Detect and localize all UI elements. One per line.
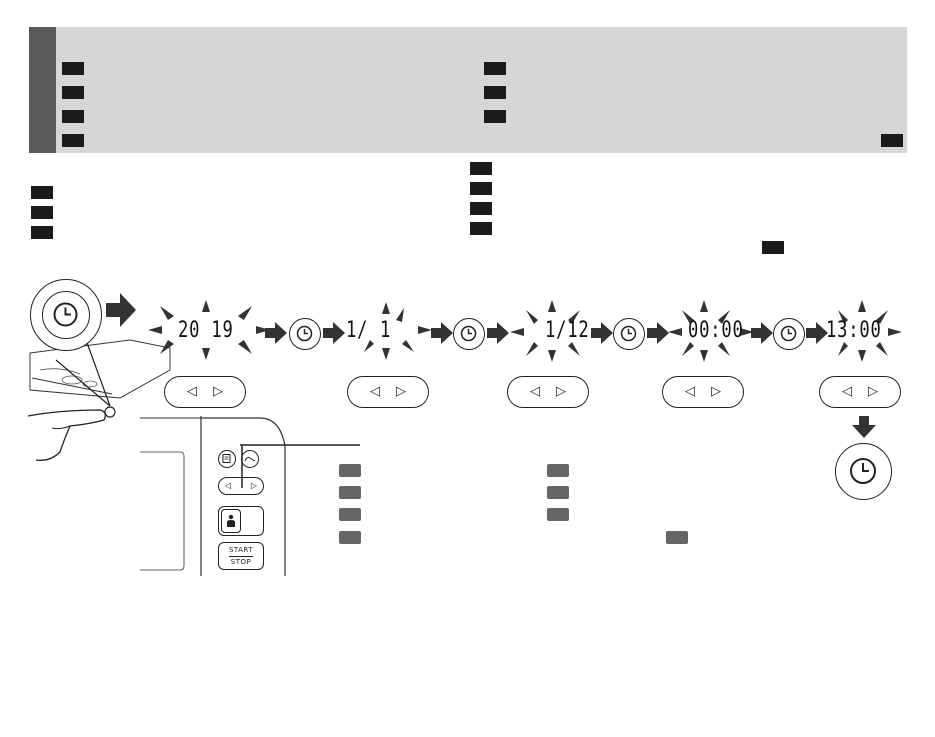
banner-tag xyxy=(62,62,84,75)
banner-tag xyxy=(484,62,506,75)
header-banner xyxy=(29,27,907,153)
right-arrow-icon[interactable]: ▷ xyxy=(556,384,566,399)
left-arrow-icon[interactable]: ◁ xyxy=(225,481,232,490)
adjust-button[interactable]: ◁ ▷ xyxy=(819,376,901,408)
clock-button[interactable] xyxy=(835,443,892,500)
flash-rays xyxy=(510,300,580,362)
flow-arrow-icon xyxy=(487,322,509,344)
date-display: 1/12 xyxy=(545,318,590,343)
flash-rays xyxy=(148,300,270,360)
banner-tag xyxy=(484,110,506,123)
clock-icon xyxy=(850,458,876,484)
clock-icon xyxy=(53,302,78,327)
panel-tag xyxy=(547,464,569,477)
panel-tag xyxy=(547,508,569,521)
down-arrow-icon xyxy=(852,416,876,438)
panel-tag xyxy=(666,531,688,544)
banner-tag xyxy=(62,110,84,123)
instruction-tag xyxy=(31,226,53,239)
left-arrow-icon[interactable]: ◁ xyxy=(187,384,197,399)
instruction-tag xyxy=(31,186,53,199)
start-stop-divider xyxy=(229,556,253,557)
right-arrow-icon[interactable]: ▷ xyxy=(711,384,721,399)
left-arrow-icon[interactable]: ◁ xyxy=(370,384,380,399)
flow-arrow-icon xyxy=(106,293,136,327)
month-display-partial: 1/ xyxy=(346,318,369,343)
panel-adjust-button[interactable]: ◁ ▷ xyxy=(218,477,264,495)
stop-label: STOP xyxy=(230,558,252,566)
clock-icon xyxy=(460,325,477,342)
clock-icon xyxy=(620,325,637,342)
adjust-button[interactable]: ◁ ▷ xyxy=(507,376,589,408)
instruction-tag xyxy=(31,206,53,219)
right-arrow-icon[interactable]: ▷ xyxy=(213,384,223,399)
instruction-tag xyxy=(470,202,492,215)
notepad-icon xyxy=(222,454,231,463)
time-display-zero: 00:00 xyxy=(688,318,744,343)
device-illustration xyxy=(27,339,171,461)
clock-icon xyxy=(296,325,313,342)
right-arrow-icon[interactable]: ▷ xyxy=(396,384,406,399)
left-arrow-icon[interactable]: ◁ xyxy=(685,384,695,399)
flash-rays xyxy=(668,300,754,362)
user-toggle[interactable] xyxy=(218,506,264,536)
panel-tag xyxy=(339,531,361,544)
shoe-icon xyxy=(244,456,256,462)
panel-tag xyxy=(547,486,569,499)
panel-tag xyxy=(339,464,361,477)
instruction-tag xyxy=(470,222,492,235)
adjust-button[interactable]: ◁ ▷ xyxy=(662,376,744,408)
banner-tag xyxy=(62,134,84,147)
adjust-button[interactable]: ◁ ▷ xyxy=(164,376,246,408)
flow-arrow-icon xyxy=(265,322,287,344)
flash-rays xyxy=(364,302,432,360)
left-arrow-icon[interactable]: ◁ xyxy=(842,384,852,399)
clock-button[interactable] xyxy=(42,291,90,339)
right-arrow-icon[interactable]: ▷ xyxy=(868,384,878,399)
person-toggle-half[interactable] xyxy=(221,509,241,533)
instruction-tag xyxy=(470,162,492,175)
clock-button[interactable] xyxy=(453,318,485,350)
flow-arrow-icon xyxy=(431,322,453,344)
banner-side-tab xyxy=(29,27,56,153)
clock-button[interactable] xyxy=(773,318,805,350)
notes-button[interactable] xyxy=(218,450,236,468)
clock-icon xyxy=(780,325,797,342)
flow-arrow-icon xyxy=(751,322,773,344)
adjust-button[interactable]: ◁ ▷ xyxy=(347,376,429,408)
time-display-set: 13:00 xyxy=(826,318,882,343)
clock-button[interactable] xyxy=(289,318,321,350)
instruction-tag xyxy=(762,241,784,254)
person-icon xyxy=(227,514,235,527)
flow-arrow-icon xyxy=(806,322,828,344)
right-arrow-icon[interactable]: ▷ xyxy=(250,481,257,490)
start-label: START xyxy=(228,546,254,554)
clock-button[interactable] xyxy=(613,318,645,350)
flow-arrow-icon xyxy=(647,322,669,344)
panel-tag xyxy=(339,508,361,521)
panel-tag xyxy=(339,486,361,499)
flow-arrow-icon xyxy=(323,322,345,344)
weight-button[interactable] xyxy=(241,450,259,468)
left-arrow-icon[interactable]: ◁ xyxy=(530,384,540,399)
banner-tag xyxy=(62,86,84,99)
day-display: 1 xyxy=(380,318,392,343)
flow-arrow-icon xyxy=(591,322,613,344)
control-panel-illustration xyxy=(140,416,360,576)
instruction-tag xyxy=(470,182,492,195)
banner-tag xyxy=(881,134,903,147)
year-display: 20 19 xyxy=(178,318,234,343)
flash-rays xyxy=(838,300,902,362)
start-stop-button[interactable]: START STOP xyxy=(218,542,264,570)
banner-tag xyxy=(484,86,506,99)
